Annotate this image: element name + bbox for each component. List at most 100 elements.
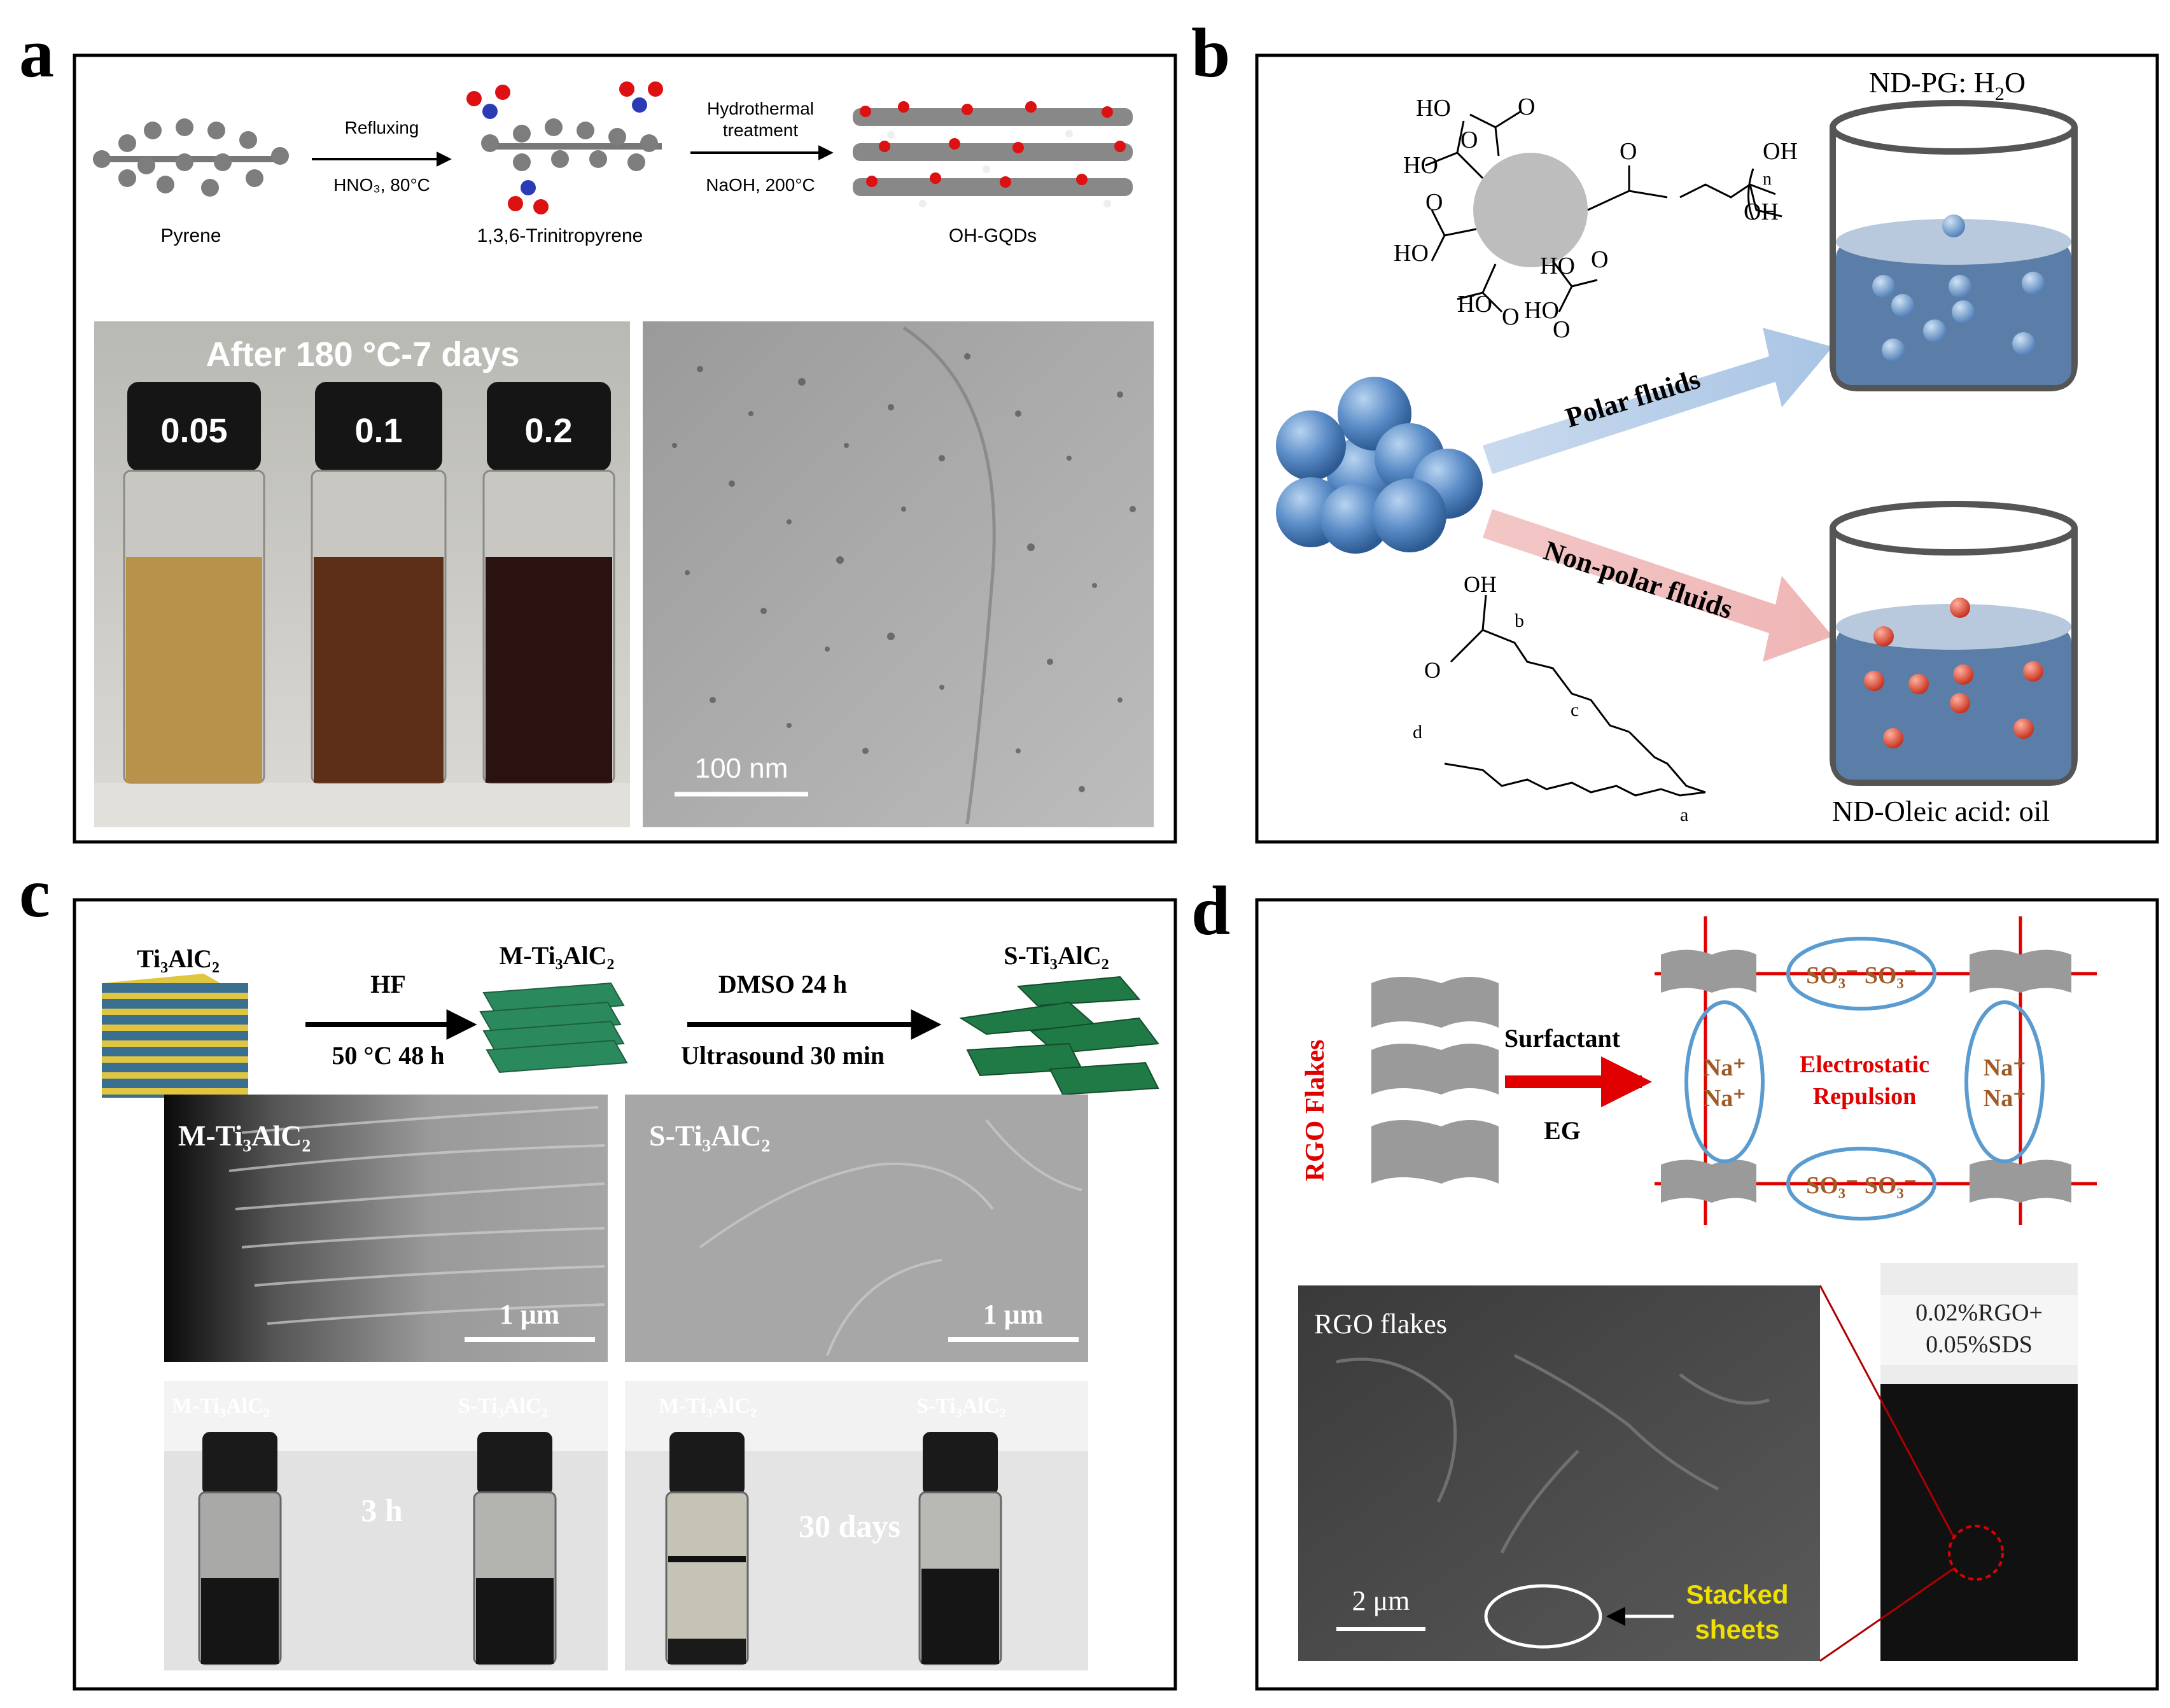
m-ti3alc2-sheets (479, 982, 628, 1074)
chem-label-13: O (1620, 138, 1637, 165)
chem-label-7: HO (1457, 291, 1492, 318)
vials-photo: After 180 °C-7 days 0.05 0.1 0.2 (94, 321, 630, 827)
step1-condition-top: Refluxing (345, 118, 419, 137)
chem-label-6: O (1425, 189, 1443, 216)
vial-1-label: 0.05 (160, 412, 227, 450)
vial-cap-1 (127, 382, 261, 471)
panel-d-frame (1255, 898, 2159, 1691)
na-right-1: Na⁺ (1984, 1054, 2026, 1081)
ultrasound-label: Ultrasound 30 min (681, 1041, 885, 1070)
chem-label-4: O (1460, 127, 1478, 153)
panel-a-frame (73, 53, 1177, 844)
ion-ellipses (1684, 937, 2045, 1221)
vial-2-liquid (314, 557, 444, 783)
vial-label-1: 0.02%RGO+ (1915, 1299, 2043, 1326)
compound-pyrene: Pyrene (160, 225, 221, 246)
beaker-nonpolar (1830, 501, 2078, 786)
vials-3h-label-left: M-Ti₃AlC₂ (172, 1394, 270, 1418)
oleic-label-o: O (1424, 657, 1441, 683)
nd-pg-label: ND-PG: H2O (1869, 66, 2026, 104)
sem-m-ti3alc2: M-Ti₃AlC₂ 1 μm (164, 1095, 608, 1362)
surfactant-label: Surfactant (1504, 1024, 1621, 1053)
sem-left-scale-label: 1 μm (500, 1299, 560, 1330)
compound-oh-gqds: OH-GQDs (949, 225, 1037, 246)
step2-condition-top-2: treatment (723, 120, 798, 140)
oleic-label-a: a (1680, 804, 1688, 825)
chem-label-12: O (1553, 316, 1570, 343)
panel-b-frame (1255, 53, 2159, 844)
oleic-label-b: b (1515, 610, 1524, 631)
chem-label-10: O (1591, 246, 1608, 273)
chem-label-16: OH (1744, 199, 1779, 225)
repulsion-line-2: Repulsion (1813, 1083, 1917, 1110)
chem-label-15: n (1763, 169, 1772, 189)
na-right-2: Na⁺ (1984, 1085, 2026, 1112)
rgo-flakes-stack (1371, 977, 1499, 1184)
panel-letter-a: a (19, 14, 54, 92)
nd-pg-structure: HO O HO O HO O HO O HO O HO O O OH n OH (1394, 94, 1798, 343)
chem-label-11: HO (1524, 297, 1559, 324)
nanodiamond-core (1473, 153, 1588, 267)
oh-gqds-stack (853, 101, 1133, 207)
hf-condition: 50 °C 48 h (332, 1041, 444, 1070)
oleic-label-d: d (1413, 722, 1422, 743)
rgo-sem-image: RGO flakes 2 μm Stacked sheets (1298, 1285, 1820, 1661)
panel-letter-c: c (19, 854, 50, 932)
rgo-vial-photo: 0.02%RGO+ 0.05%SDS (1880, 1263, 2078, 1661)
nonpolar-fluids-arrow (1483, 509, 1833, 662)
chem-label-14: OH (1763, 138, 1798, 165)
sem-right-scale-label: 1 μm (983, 1299, 1044, 1330)
repulsion-line-1: Electrostatic (1800, 1051, 1929, 1078)
nonpolar-fluids-label: Non-polar fluids (1540, 535, 1737, 625)
stacked-label-1: Stacked (1686, 1579, 1788, 1609)
rgo-flakes-vertical-label: RGO Flakes (1301, 1040, 1330, 1182)
panel-b: b HO O HO O HO O HO (1191, 14, 2159, 844)
vial-label-2: 0.05%SDS (1926, 1331, 2033, 1358)
sem-left-title: M-Ti₃AlC₂ (178, 1119, 311, 1152)
vial-3-label: 0.2 (524, 412, 572, 450)
s-ti3alc2-label: S-Ti₃AlC₂ (1004, 941, 1109, 970)
vials-30d-label-left: M-Ti₃AlC₂ (659, 1394, 757, 1418)
photo-title: After 180 °C-7 days (206, 335, 520, 374)
s-ti3alc2-sheets (959, 976, 1159, 1096)
pyrene-molecule (93, 118, 289, 197)
stacked-sheets-circle (1484, 1584, 1602, 1649)
ti3alc2-label: Ti₃AlC₂ (137, 944, 220, 973)
panel-c: c Ti₃AlC₂ HF 50 °C 48 h M-Ti₃AlC₂ DMSO 2… (19, 854, 1177, 1691)
compound-trinitropyrene: 1,3,6-Trinitropyrene (477, 225, 643, 246)
panel-a: a Pyrene Refluxing HNO₃, 80°C (19, 14, 1177, 844)
na-left-1: Na⁺ (1704, 1054, 1746, 1081)
vials-30d-time: 30 days (799, 1508, 900, 1544)
tem-image: 100 nm (643, 321, 1154, 827)
chem-label-3: HO (1403, 152, 1438, 179)
chem-label-5: HO (1394, 240, 1429, 267)
oleic-label-oh: OH (1464, 571, 1497, 597)
oleic-acid-structure: OH O b c d a (1413, 571, 1706, 825)
nd-oleic-label: ND-Oleic acid: oil (1832, 795, 2050, 827)
vials-3h-label-right: S-Ti₃AlC₂ (458, 1394, 548, 1418)
eg-label: EG (1544, 1116, 1581, 1145)
beaker-polar (1830, 100, 2078, 391)
step1-condition-bottom: HNO₃, 80°C (333, 175, 430, 195)
panel-d: d RGO Flakes Surfactant EG (1191, 872, 2159, 1691)
sem-s-ti3alc2: S-Ti₃AlC₂ 1 μm (625, 1095, 1088, 1362)
oleic-label-c: c (1571, 699, 1579, 720)
vials-3h-photo: M-Ti₃AlC₂ S-Ti₃AlC₂ 3 h (164, 1381, 608, 1670)
vial-cap-2 (315, 382, 442, 471)
dmso-label: DMSO 24 h (718, 970, 847, 998)
vials-30d-label-right: S-Ti₃AlC₂ (916, 1394, 1006, 1418)
vial-2-label: 0.1 (354, 412, 402, 450)
step2-condition-bottom: NaOH, 200°C (706, 175, 815, 195)
so3-bottom: SO₃⁻ SO₃⁻ (1806, 1172, 1917, 1199)
vial-cap-3 (487, 382, 611, 471)
stacked-label-2: sheets (1695, 1614, 1779, 1644)
chem-label-2: O (1518, 94, 1535, 120)
chem-label-1: HO (1416, 95, 1451, 122)
zoom-line-bottom (1819, 1567, 1954, 1662)
vials-3h-time: 3 h (361, 1492, 403, 1528)
sem-d-scale-label: 2 μm (1352, 1585, 1410, 1616)
chem-label-8: O (1502, 304, 1519, 330)
chem-label-9: HO (1540, 253, 1575, 279)
ti3alc2-block (102, 974, 248, 1098)
step2-condition-top-1: Hydrothermal (707, 99, 814, 118)
